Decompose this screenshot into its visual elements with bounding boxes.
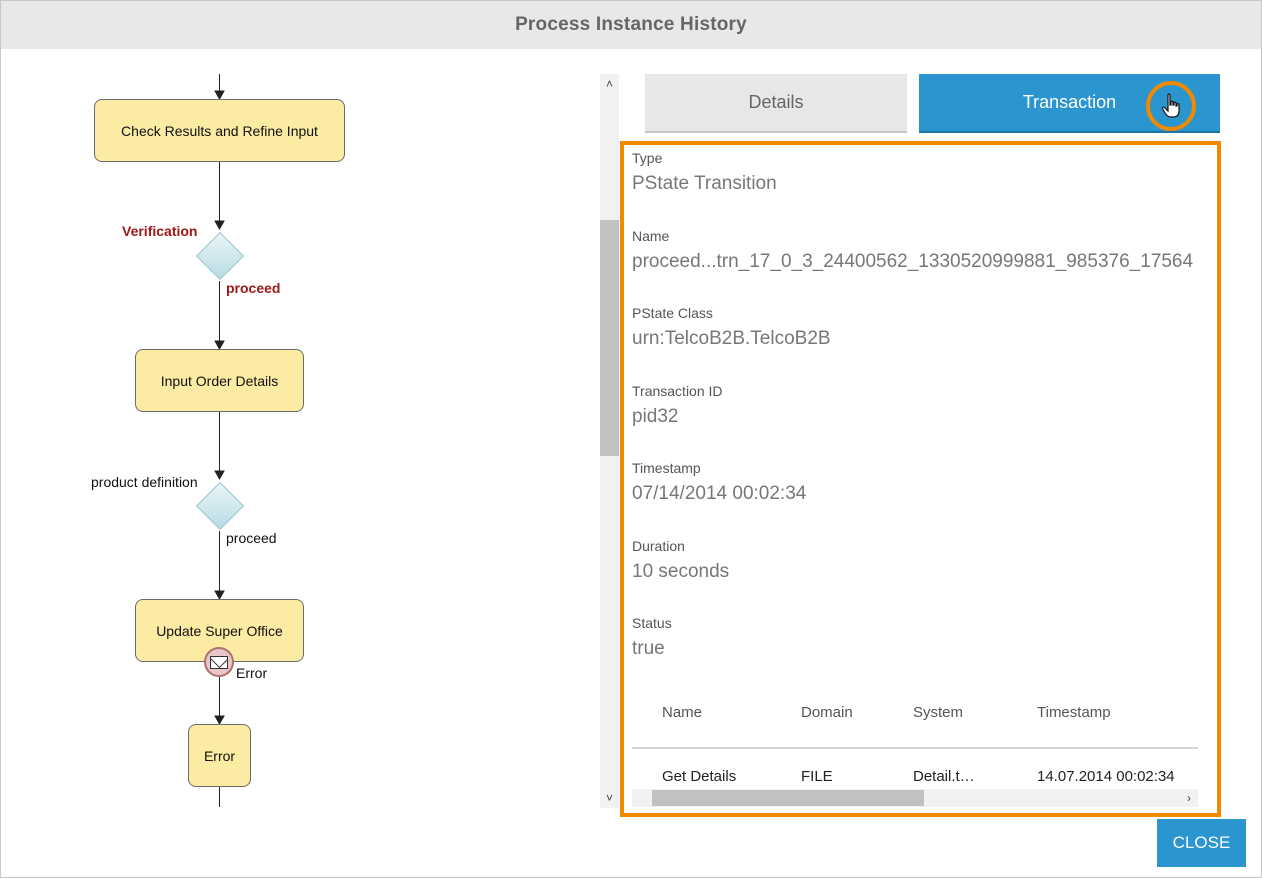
cell-timestamp: 14.07.2014 00:02:34 (1037, 768, 1175, 785)
horizontal-scrollbar-thumb[interactable] (652, 790, 924, 806)
column-header-domain[interactable]: Domain (801, 704, 853, 721)
scroll-left-icon[interactable] (632, 789, 650, 807)
flow-proceed-label-2: proceed (226, 530, 277, 546)
column-header-timestamp[interactable]: Timestamp (1037, 704, 1111, 721)
close-button[interactable]: CLOSE (1157, 819, 1246, 867)
diagram-connectors (214, 74, 225, 807)
field-timestamp: Timestamp 07/14/2014 00:02:34 (632, 460, 806, 505)
field-pstate-class: PState Class urn:TelcoB2B.TelcoB2B (632, 305, 831, 350)
transaction-details-panel: Type PState Transition Name proceed...tr… (620, 141, 1221, 817)
error-boundary-event[interactable] (204, 647, 234, 677)
task-error-label: Error (203, 747, 236, 764)
error-event-label: Error (236, 665, 268, 681)
cursor-highlight (1146, 81, 1196, 131)
task-check-results[interactable]: Check Results and Refine Input (94, 99, 345, 162)
field-status: Status true (632, 615, 672, 660)
task-error[interactable]: Error (188, 724, 251, 787)
cell-domain: FILE (801, 768, 833, 785)
field-pstate-class-value: urn:TelcoB2B.TelcoB2B (632, 328, 831, 349)
field-type-label: Type (632, 150, 663, 166)
task-update-super-office-label: Update Super Office (156, 622, 283, 639)
field-duration: Duration 10 seconds (632, 538, 729, 583)
field-transaction-id-label: Transaction ID (632, 383, 723, 399)
field-name-label: Name (632, 228, 670, 244)
gateway-product-definition-label: product definition (91, 474, 198, 490)
cell-name: Get Details (662, 768, 737, 785)
tab-details-label: Details (748, 92, 804, 112)
table-horizontal-scrollbar[interactable]: › (632, 789, 1198, 807)
scroll-right-icon[interactable]: › (1187, 791, 1191, 805)
column-header-system[interactable]: System (913, 704, 964, 721)
field-name-value: proceed...trn_17_0_3_24400562_1330520999… (632, 251, 1194, 272)
envelope-icon (210, 655, 228, 669)
field-type-value: PState Transition (632, 173, 777, 194)
tab-transaction-label: Transaction (1022, 92, 1117, 112)
task-input-order-details-label: Input Order Details (160, 372, 279, 389)
field-type: Type PState Transition (632, 150, 777, 195)
dialog-title: Process Instance History (515, 14, 747, 35)
field-duration-label: Duration (632, 538, 685, 554)
diagram-vertical-scrollbar[interactable]: ˄ ˅ (600, 74, 619, 808)
scroll-down-icon[interactable]: ˅ (605, 791, 613, 805)
process-diagram: Check Results and Refine Input Verificat… (1, 49, 591, 809)
dialog-titlebar: Process Instance History (1, 1, 1261, 49)
field-status-label: Status (632, 615, 672, 631)
column-header-name[interactable]: Name (662, 704, 703, 721)
field-status-value: true (632, 638, 665, 659)
task-input-order-details[interactable]: Input Order Details (135, 349, 304, 412)
field-timestamp-label: Timestamp (632, 460, 701, 476)
field-duration-value: 10 seconds (632, 561, 730, 582)
field-transaction-id: Transaction ID pid32 (632, 383, 723, 428)
gateway-verification-label: Verification (122, 223, 198, 239)
scrollbar-thumb[interactable] (600, 220, 619, 456)
field-timestamp-value: 07/14/2014 00:02:34 (632, 483, 807, 504)
flow-proceed-label: proceed (226, 280, 281, 296)
table-header-divider (632, 747, 1198, 749)
field-pstate-class-label: PState Class (632, 305, 713, 321)
tab-details[interactable]: Details (645, 74, 907, 133)
hand-pointer-icon (1161, 93, 1180, 118)
field-name: Name proceed...trn_17_0_3_24400562_13305… (632, 228, 1193, 273)
task-check-results-label: Check Results and Refine Input (121, 122, 318, 139)
field-transaction-id-value: pid32 (632, 406, 679, 427)
scroll-up-icon[interactable]: ˄ (605, 77, 613, 91)
cell-system: Detail.t… (913, 768, 975, 785)
